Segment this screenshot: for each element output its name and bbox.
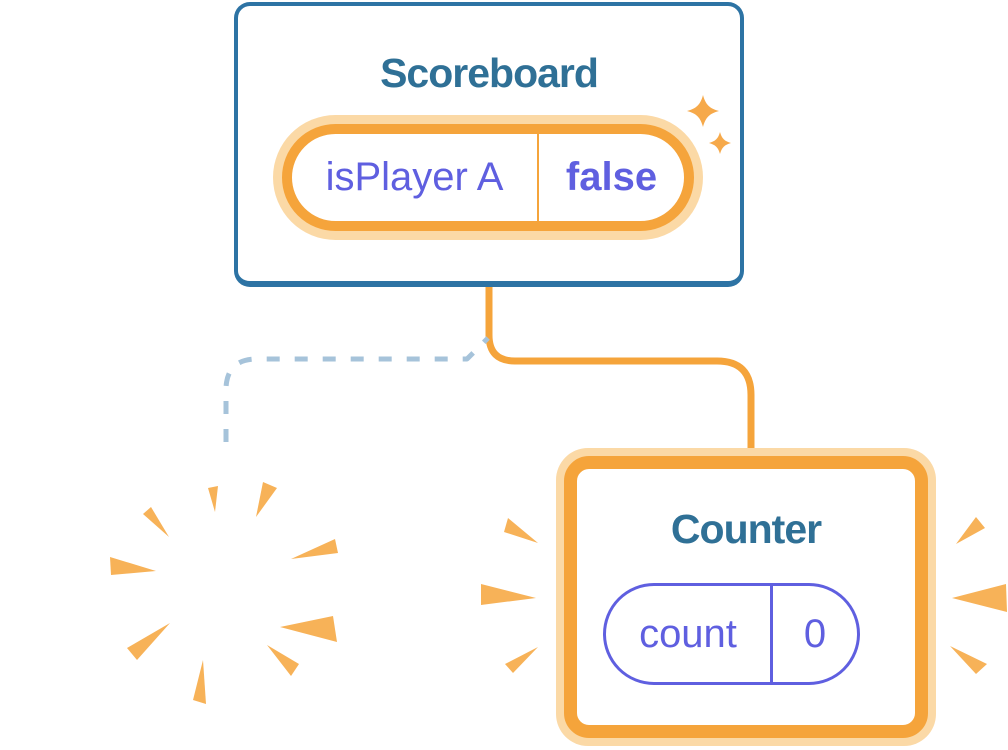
counter-card-core: Counter count 0 [564, 456, 928, 738]
counter-title: Counter [670, 506, 822, 552]
emphasis-burst-right-icon [950, 517, 1007, 674]
connector-solid-line [485, 284, 755, 452]
state-pill: isPlayer A false [273, 115, 703, 240]
count-pill: count 0 [603, 583, 860, 685]
destroyed-card [87, 451, 367, 731]
scoreboard-title: Scoreboard [380, 50, 599, 96]
state-value: false [565, 155, 658, 199]
count-key: count [606, 586, 773, 682]
counter-card: Counter count 0 [556, 448, 936, 746]
emphasis-burst-left-icon [481, 518, 538, 673]
scoreboard-card: Scoreboard isPlayer A false [234, 2, 744, 287]
state-pill-core: isPlayer A false [282, 124, 694, 231]
connector-dashed-line [223, 336, 490, 455]
state-key: isPlayer A [292, 134, 539, 221]
count-value: 0 [803, 611, 827, 656]
